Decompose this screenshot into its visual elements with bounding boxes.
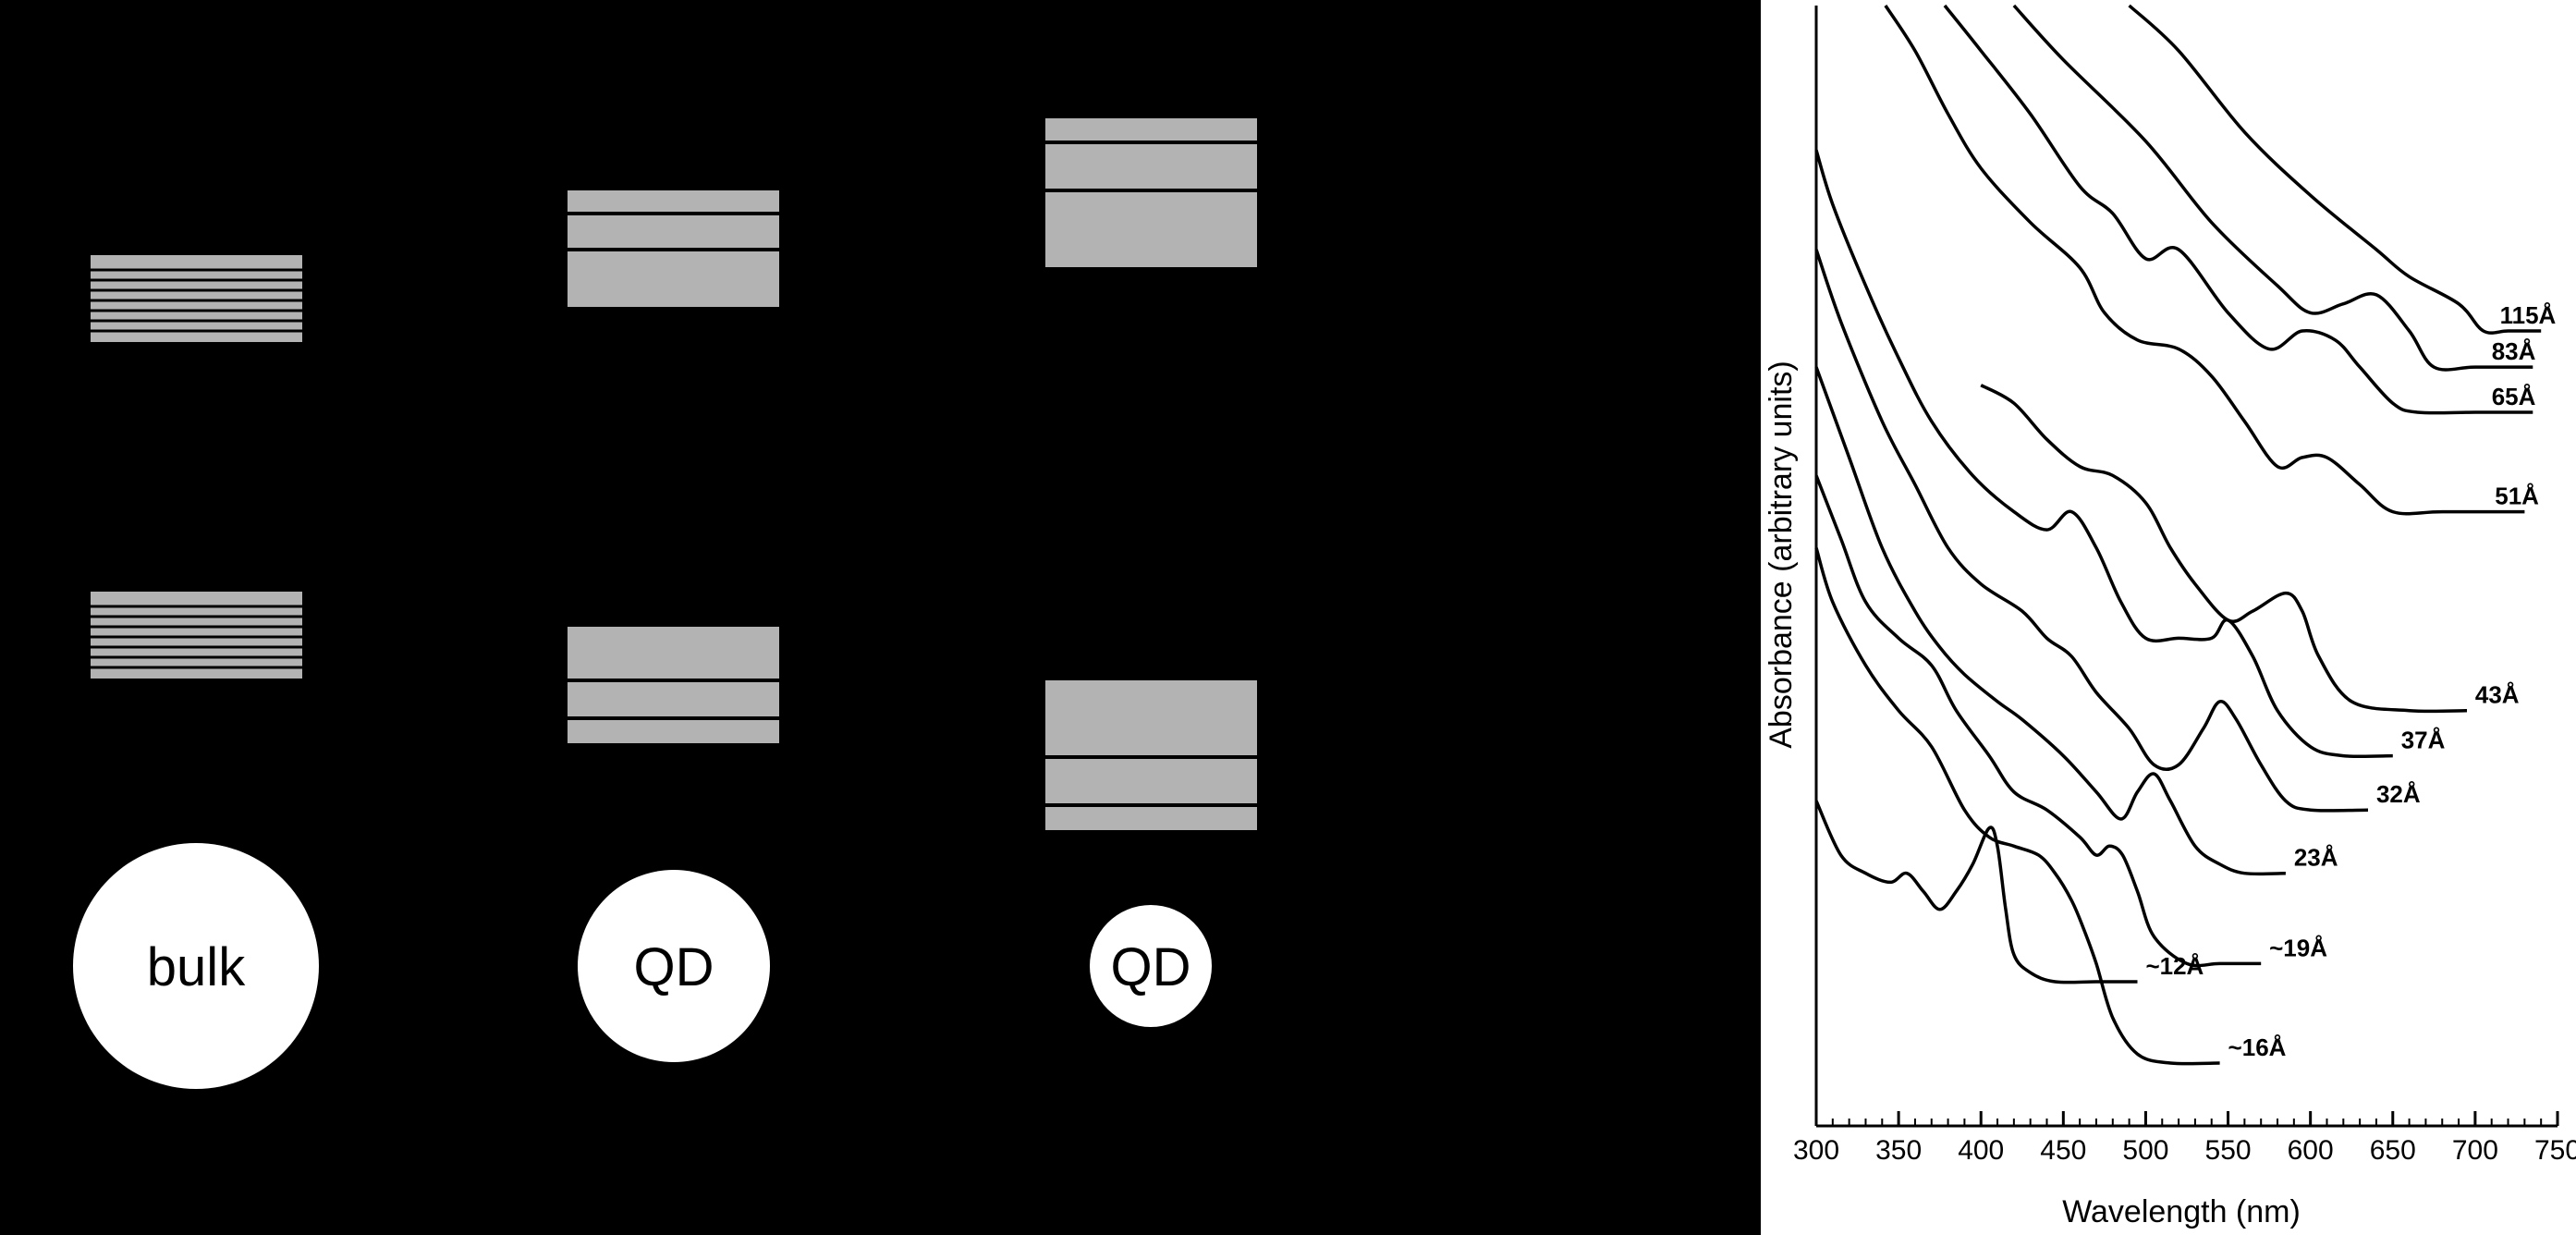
x-tick-label-350: 350 [1875,1135,1922,1166]
x-tick-label-650: 650 [2370,1135,2416,1166]
x-tick-label-700: 700 [2452,1135,2498,1166]
qd-small-circle [1090,905,1212,1027]
particle-label-qd-small: QD [1111,937,1191,997]
qd-small-conduction-levels [1045,118,1257,267]
series-line-1 [2012,4,2533,372]
series-label-7: 23Å [2294,844,2338,872]
series-lines [1814,4,2542,1066]
series-line-10 [1814,800,2138,984]
series-label-3: 51Å [2495,483,2539,510]
series-line-9 [1814,547,2220,1066]
series-label-5: 37Å [2401,727,2446,754]
particle-label-qd-medium: QD [634,937,714,997]
particle-qd-medium: QD [578,870,770,1062]
y-axis-title: Absorbance (arbitrary units) [1764,361,1799,749]
qd-medium-circle [578,870,770,1062]
series-line-8 [1814,474,2262,968]
series-label-2: 65Å [2492,383,2536,410]
x-tick-label-600: 600 [2288,1135,2334,1166]
series-line-6 [1814,249,2369,813]
particle-bulk: bulk [73,843,319,1089]
x-tick-label-450: 450 [2040,1135,2086,1166]
series-label-6: 32Å [2376,780,2421,808]
qd-medium-valence-levels [568,627,779,743]
series-label-9: ~16Å [2228,1033,2287,1061]
bulk-conduction-band [91,255,302,342]
band-diagram: bulk QD QD [73,118,1257,1089]
plot-frame [1814,6,2558,1128]
x-tick-label-300: 300 [1793,1135,1839,1166]
band-diagram-panel: bulk QD QD [73,118,1257,1089]
series-labels: 115Å 83Å 65Å 51Å 43Å 37Å 32Å 23Å ~19Å ~16Å ~12Å [2145,301,2556,1061]
series-line-7 [1814,366,2286,876]
absorbance-chart: 300 350 400 450 500 550 600 650 700 750 115Å 83Å 65… [1764,4,2576,1229]
qd-medium-conduction-levels [568,190,779,307]
series-label-8: ~19Å [2269,934,2327,961]
x-tick-label-550: 550 [2205,1135,2252,1166]
series-label-4: 43Å [2475,681,2520,709]
x-axis-ticks: 300 350 400 450 500 550 600 650 700 750 [1793,1111,2576,1166]
series-line-3 [1884,5,2525,516]
bulk-valence-band [91,592,302,679]
series-line-0 [2128,4,2542,335]
x-tick-label-500: 500 [2122,1135,2168,1166]
series-line-2 [1943,4,2533,415]
bulk-circle [73,843,319,1089]
particle-qd-small: QD [1090,905,1212,1027]
particle-label-bulk: bulk [147,937,246,997]
series-label-0: 115Å [2500,301,2557,329]
absorbance-chart-panel: 300 350 400 450 500 550 600 650 700 750 115Å 83Å 65… [1761,0,2576,1235]
x-tick-label-750: 750 [2534,1135,2576,1166]
series-label-10: ~12Å [2145,952,2204,980]
qd-small-valence-levels [1045,680,1257,830]
x-tick-label-400: 400 [1958,1135,2004,1166]
series-line-5 [1814,149,2393,759]
x-axis-title: Wavelength (nm) [2062,1194,2301,1229]
series-label-1: 83Å [2492,337,2536,365]
series-line-4 [1980,384,2468,714]
